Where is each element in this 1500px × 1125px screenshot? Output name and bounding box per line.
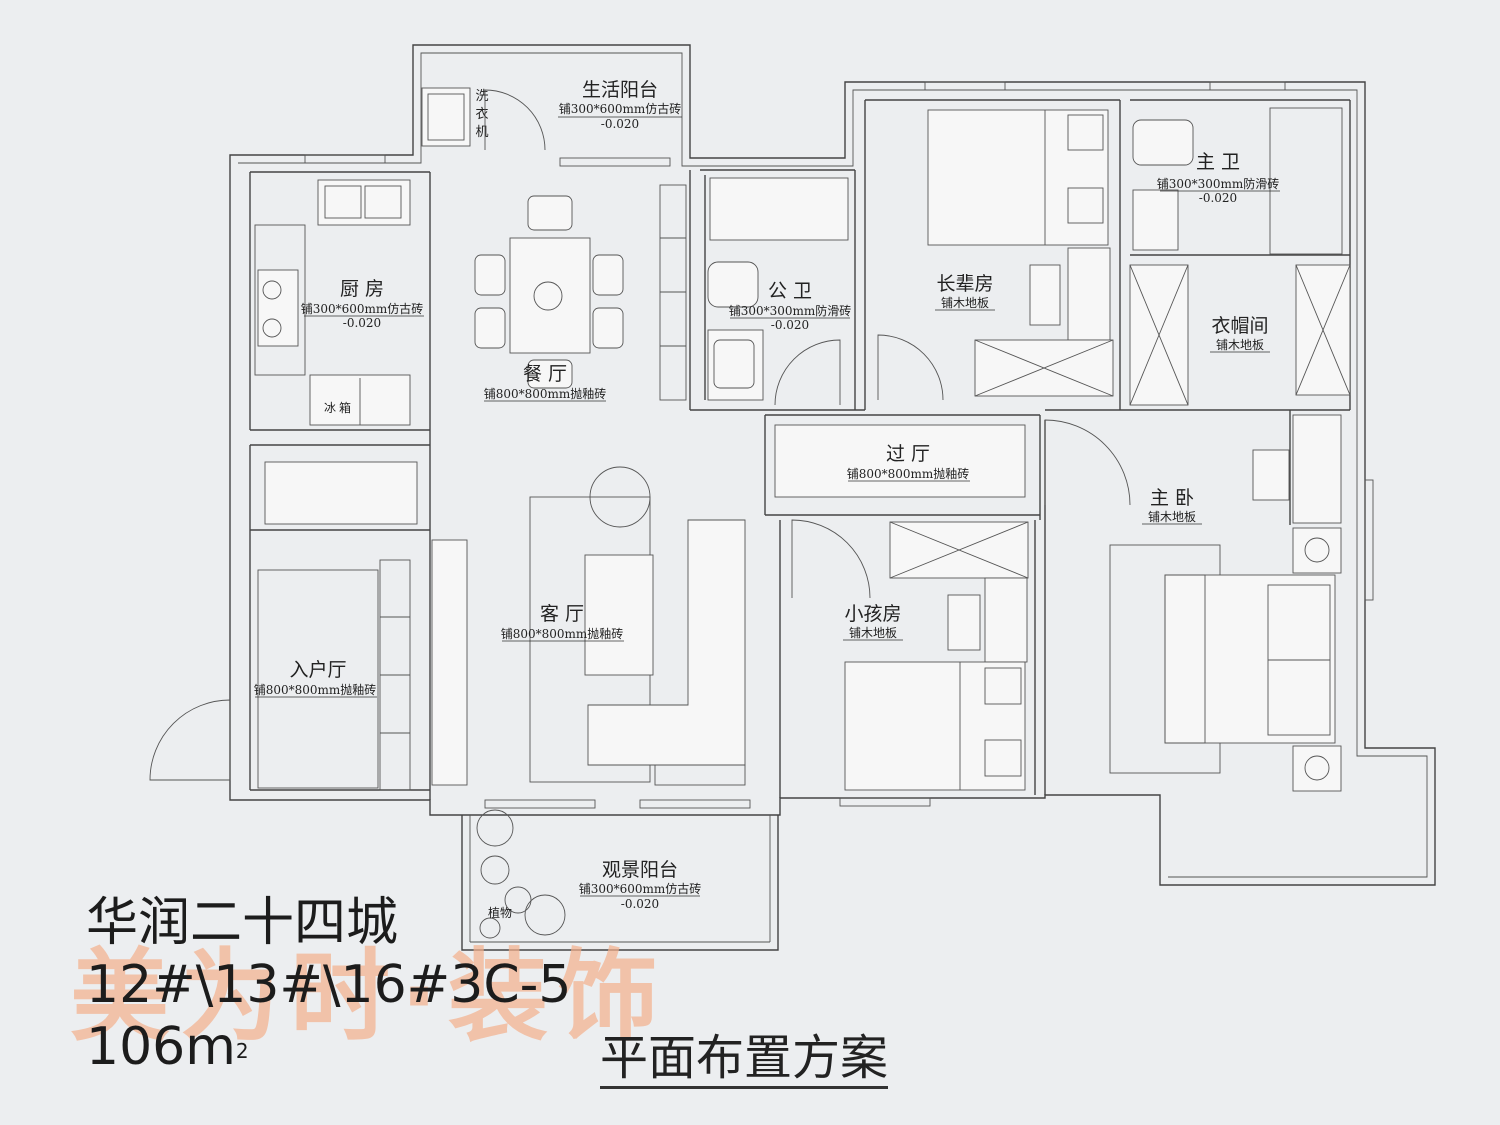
utility-balcony-elev: -0.020 bbox=[601, 117, 639, 131]
kitchen-elev: -0.020 bbox=[343, 316, 381, 330]
kitchen-name: 厨 房 bbox=[340, 278, 384, 300]
interior-walls bbox=[249, 99, 1351, 800]
fridge-label-1: 冰 bbox=[324, 401, 336, 415]
master-nightstands bbox=[1252, 414, 1342, 792]
dining-name: 餐 厅 bbox=[523, 363, 567, 385]
washer-label-1: 洗 bbox=[475, 89, 488, 104]
tv-cabinet bbox=[431, 539, 468, 786]
utility-balcony-name: 生活阳台 bbox=[582, 79, 658, 101]
dining-floor: 铺800*800mm抛釉砖 bbox=[484, 386, 607, 401]
elder-bed bbox=[927, 109, 1109, 246]
master-bedroom-name: 主 卧 bbox=[1150, 487, 1194, 509]
plan-title: 平面布置方案 bbox=[600, 1030, 889, 1089]
public-bath-fixtures bbox=[707, 177, 849, 401]
hall-name: 过 厅 bbox=[886, 443, 930, 465]
master-bedroom-floor: 铺木地板 bbox=[1148, 510, 1196, 524]
entrance-bench bbox=[264, 461, 418, 525]
project-area-value: 106m bbox=[86, 1017, 236, 1077]
child-room-name: 小孩房 bbox=[844, 603, 901, 625]
living-furniture bbox=[529, 466, 746, 786]
project-unit: 12#\13#\16#3C-5 bbox=[86, 955, 572, 1015]
master-bed bbox=[1109, 544, 1336, 774]
view-balcony-walls bbox=[461, 799, 779, 951]
master-bath-elev: -0.020 bbox=[1199, 191, 1237, 205]
utility-balcony-floor: 铺300*600mm仿古砖 bbox=[559, 101, 682, 116]
hall-floor: 铺800*800mm抛釉砖 bbox=[847, 466, 970, 481]
living-floor: 铺800*800mm抛釉砖 bbox=[501, 626, 624, 641]
child-bed bbox=[844, 661, 1026, 791]
child-wardrobe bbox=[889, 521, 1029, 579]
plant-label: 植物 bbox=[488, 905, 512, 920]
elder-desk-wardrobe bbox=[974, 247, 1114, 397]
project-info: 华润二十四城 12#\13#\16#3C-5 106m2 bbox=[86, 892, 572, 1078]
cloakroom-wardrobes bbox=[1129, 264, 1351, 406]
public-bath-elev: -0.020 bbox=[771, 318, 809, 332]
cloakroom-name: 衣帽间 bbox=[1211, 315, 1268, 337]
project-name: 华润二十四城 bbox=[86, 893, 399, 953]
project-area: 106m2 bbox=[86, 1016, 572, 1078]
public-bath-floor: 铺300*300mm防滑砖 bbox=[729, 303, 852, 318]
washer-label-2: 衣 bbox=[475, 106, 488, 122]
outer-walls bbox=[229, 44, 1436, 886]
master-bath-fixtures bbox=[1132, 107, 1343, 255]
child-room-floor: 铺木地板 bbox=[849, 626, 897, 640]
master-bath-name: 主 卫 bbox=[1196, 151, 1240, 173]
plants bbox=[476, 809, 566, 939]
view-balcony-name: 观景阳台 bbox=[602, 859, 678, 881]
elder-room-floor: 铺木地板 bbox=[941, 296, 989, 310]
washer-label-3: 机 bbox=[475, 125, 488, 140]
living-name: 客 厅 bbox=[540, 603, 584, 625]
kitchen-fixtures bbox=[254, 179, 411, 426]
cloakroom-floor: 铺木地板 bbox=[1216, 338, 1264, 352]
washing-machine bbox=[421, 87, 471, 147]
fridge-label-2: 箱 bbox=[339, 400, 351, 415]
view-balcony-floor: 铺300*600mm仿古砖 bbox=[579, 881, 702, 896]
public-bath-name: 公 卫 bbox=[768, 280, 812, 302]
entrance-name: 入户厅 bbox=[289, 659, 346, 681]
elder-room-name: 长辈房 bbox=[936, 273, 993, 295]
master-bath-floor: 铺300*300mm防滑砖 bbox=[1157, 176, 1280, 191]
child-desk bbox=[947, 577, 1028, 663]
view-balcony-elev: -0.020 bbox=[621, 897, 659, 911]
kitchen-floor: 铺300*600mm仿古砖 bbox=[301, 301, 424, 316]
hall-cabinet bbox=[774, 424, 1026, 498]
entrance-area bbox=[257, 569, 379, 789]
dining-cabinet bbox=[659, 184, 687, 401]
entrance-floor: 铺800*800mm抛釉砖 bbox=[254, 682, 377, 697]
project-area-unit-sup: 2 bbox=[235, 1039, 249, 1063]
company-watermark: 美为时·装饰 bbox=[70, 938, 668, 1055]
shoe-cabinet bbox=[379, 559, 411, 791]
dining-table bbox=[474, 195, 624, 389]
